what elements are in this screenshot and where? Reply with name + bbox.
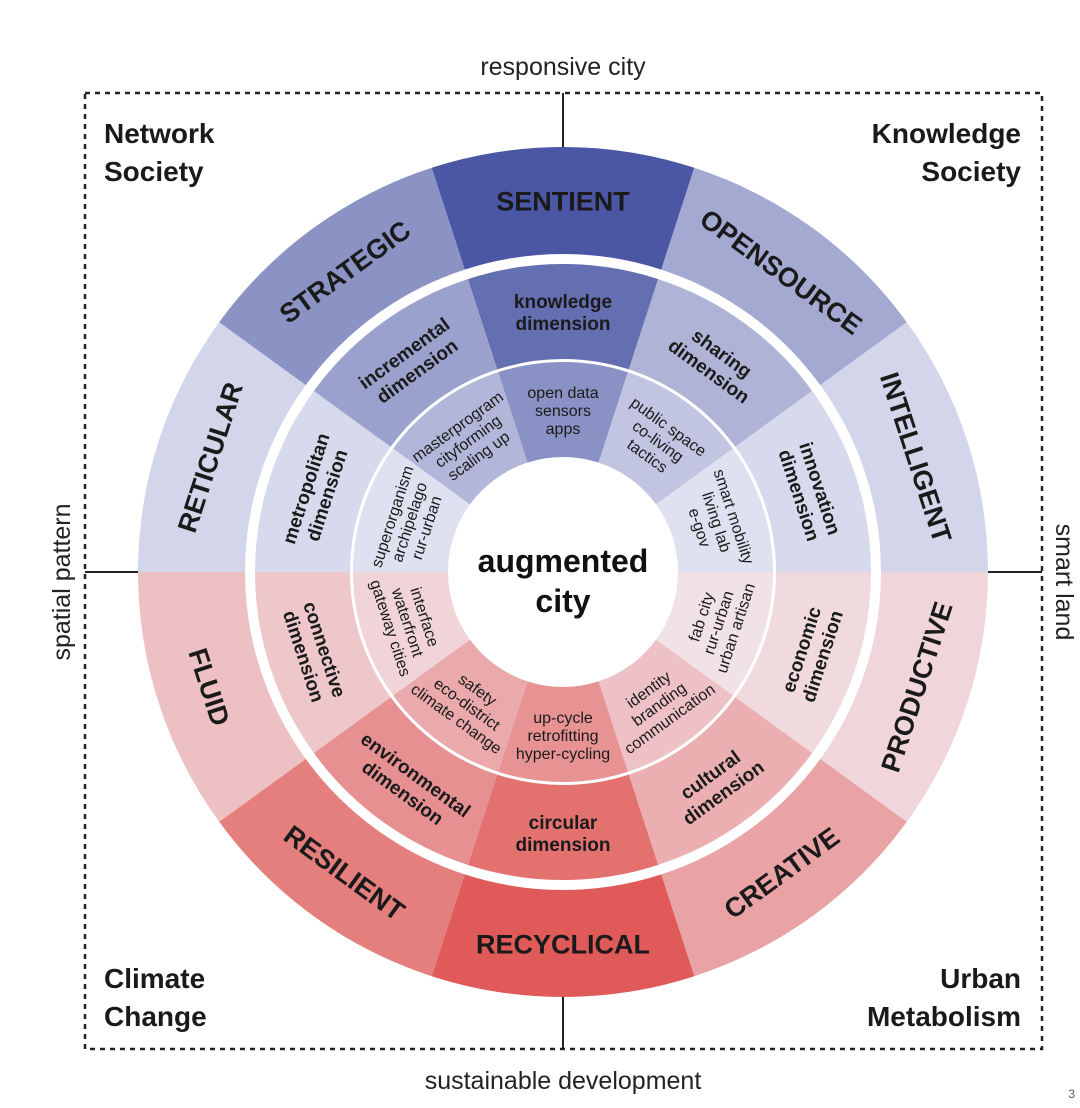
inner-sector [498, 681, 628, 782]
inner-sector [598, 639, 733, 772]
outer-label: SENTIENT [496, 186, 630, 216]
middle-sector [628, 697, 813, 865]
corner-label: Climate [104, 963, 205, 994]
center-disc [448, 457, 678, 687]
inner-sector [393, 372, 528, 505]
corner-label: Urban [940, 963, 1021, 994]
inner-sector [656, 572, 773, 696]
middle-sector [735, 572, 871, 754]
axis-label-right: smart land [1050, 524, 1078, 641]
center-label: augmented city [478, 543, 649, 619]
inner-sector [598, 372, 733, 505]
inner-label-line: open data [527, 385, 598, 402]
outer-sector [138, 322, 306, 572]
inner-sector [393, 639, 528, 772]
middle-sector [467, 264, 659, 370]
inner-label-line: retrofitting [527, 728, 598, 745]
page-number: 3 [1068, 1087, 1075, 1101]
inner-label-line: sensors [535, 403, 591, 420]
inner-sector [656, 448, 773, 572]
inner-label-line: up-cycle [533, 710, 593, 727]
corner-label: Society [921, 156, 1021, 187]
corner-label: Society [104, 156, 204, 187]
middle-sector [313, 279, 498, 447]
outer-sector [219, 167, 465, 386]
outer-label-line: SENTIENT [496, 186, 630, 216]
outer-sector [820, 322, 988, 572]
middle-label-line: circular [529, 813, 598, 834]
outer-sector [138, 572, 306, 822]
middle-sector [628, 279, 813, 447]
outer-sector [431, 147, 695, 270]
corner-label: Knowledge [872, 118, 1021, 149]
outer-label: RECYCLICAL [476, 929, 650, 959]
corner-label: Network [104, 118, 215, 149]
middle-label-line: dimension [515, 835, 610, 856]
corner-bottom-right: Urban Metabolism [867, 963, 1021, 1032]
corner-label: Change [104, 1001, 207, 1032]
outer-sector [661, 758, 907, 977]
outer-sector [431, 874, 695, 997]
outer-sector [219, 758, 465, 977]
middle-label-line: dimension [515, 314, 610, 335]
corner-label: Metabolism [867, 1001, 1021, 1032]
outer-label-line: RECYCLICAL [476, 929, 650, 959]
center-line: city [535, 583, 590, 619]
inner-sector [353, 572, 470, 696]
middle-sector [313, 697, 498, 865]
middle-sector [735, 390, 871, 572]
axis-label-bottom: sustainable development [425, 1067, 702, 1095]
inner-sector [498, 362, 628, 463]
outer-sector [661, 167, 907, 386]
corner-bottom-left: Climate Change [104, 963, 207, 1032]
inner-label-line: apps [546, 421, 581, 438]
axis-label-top: responsive city [480, 53, 646, 81]
inner-sector [353, 448, 470, 572]
inner-label-line: hyper-cycling [516, 746, 610, 763]
center-line: augmented [478, 543, 649, 579]
axis-label-left: spatial pattern [48, 503, 76, 660]
middle-sector [467, 774, 659, 880]
corner-top-right: Knowledge Society [872, 118, 1022, 187]
middle-sector [255, 572, 391, 754]
corner-top-left: Network Society [104, 118, 215, 187]
middle-sector [255, 390, 391, 572]
outer-sector [820, 572, 988, 822]
middle-label-line: knowledge [514, 292, 612, 313]
